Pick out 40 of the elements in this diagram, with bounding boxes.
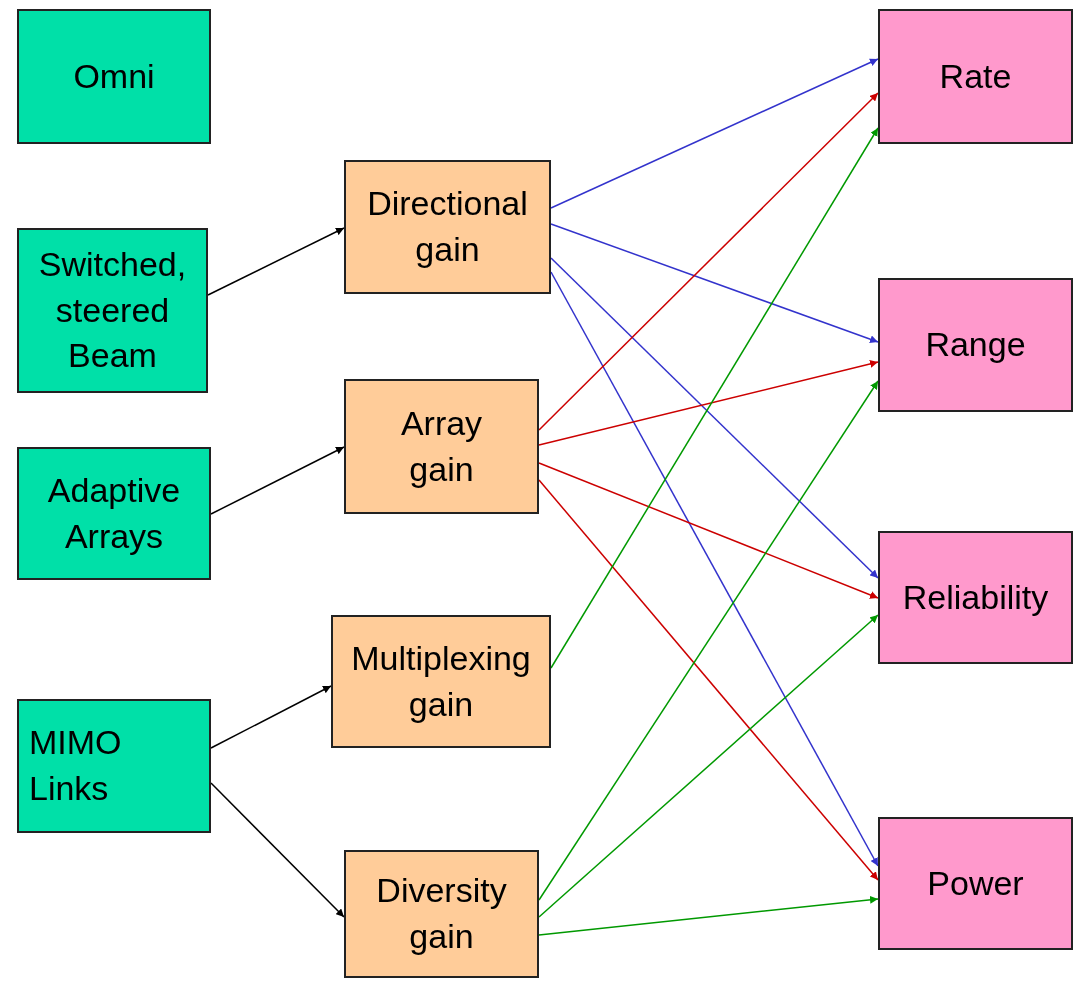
process-box <box>878 817 1073 950</box>
arrow <box>210 446 345 515</box>
process-box <box>17 228 208 393</box>
arrow <box>210 685 332 749</box>
node-label: Omni <box>73 55 155 97</box>
arrow <box>550 257 879 579</box>
node-label: Reliability <box>902 576 1049 618</box>
arrow <box>207 227 345 296</box>
node-label: MIMO Links <box>29 722 123 809</box>
node-label: Multiplexing gain <box>350 637 532 725</box>
arrow <box>550 271 879 867</box>
process-box <box>878 278 1073 412</box>
arrow <box>538 614 879 918</box>
process-box <box>331 615 551 748</box>
process-box <box>344 160 551 294</box>
arrow <box>538 462 879 599</box>
node-label: Switched, steered Beam <box>37 243 188 377</box>
process-box <box>878 531 1073 664</box>
process-box <box>344 379 539 514</box>
arrow <box>550 58 879 209</box>
node-label: Rate <box>939 55 1012 97</box>
process-box <box>344 850 539 978</box>
node-label: Diversity gain <box>375 870 508 957</box>
arrow <box>538 380 879 901</box>
node-label: Range <box>925 324 1026 366</box>
process-box <box>17 699 211 833</box>
node-label: Directional gain <box>366 183 529 270</box>
arrow <box>538 895 879 936</box>
node-label: Power <box>927 862 1024 904</box>
arrow <box>538 92 879 431</box>
arrow <box>538 360 879 446</box>
process-box <box>17 9 211 144</box>
process-box <box>878 9 1073 144</box>
arrow <box>550 127 879 669</box>
node-label: Adaptive Arrays <box>46 469 182 557</box>
arrow <box>538 479 879 881</box>
node-label: Array gain <box>399 402 484 490</box>
arrow <box>210 782 345 918</box>
arrow <box>550 223 879 344</box>
process-box <box>17 447 211 580</box>
